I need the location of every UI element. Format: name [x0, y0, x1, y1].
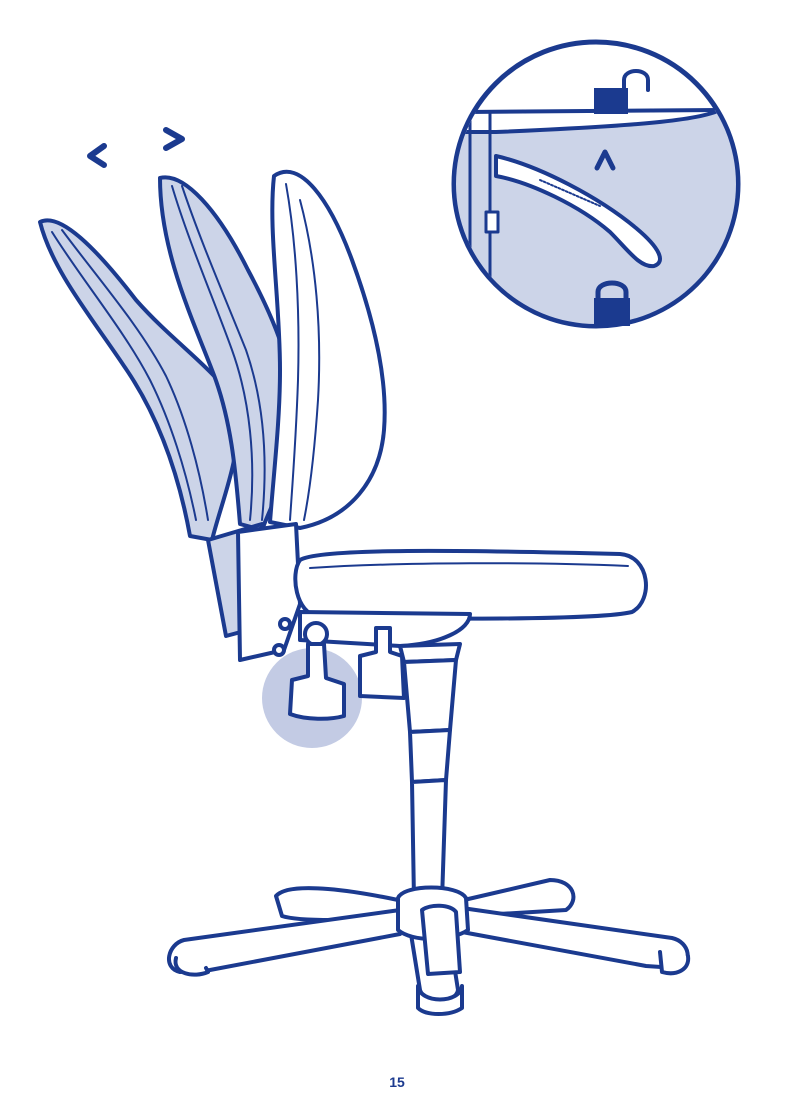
backrest-upright-position — [270, 172, 385, 528]
arrow-left-icon — [90, 146, 104, 165]
tilt-direction-arrows — [90, 130, 182, 165]
chair-base — [169, 880, 688, 1014]
backrest-bracket — [208, 524, 300, 660]
arrow-right-icon — [166, 130, 182, 148]
page-number: 15 — [0, 1074, 794, 1090]
gas-column — [400, 644, 460, 900]
lock-lever-detail — [454, 42, 740, 340]
seat — [295, 551, 646, 646]
